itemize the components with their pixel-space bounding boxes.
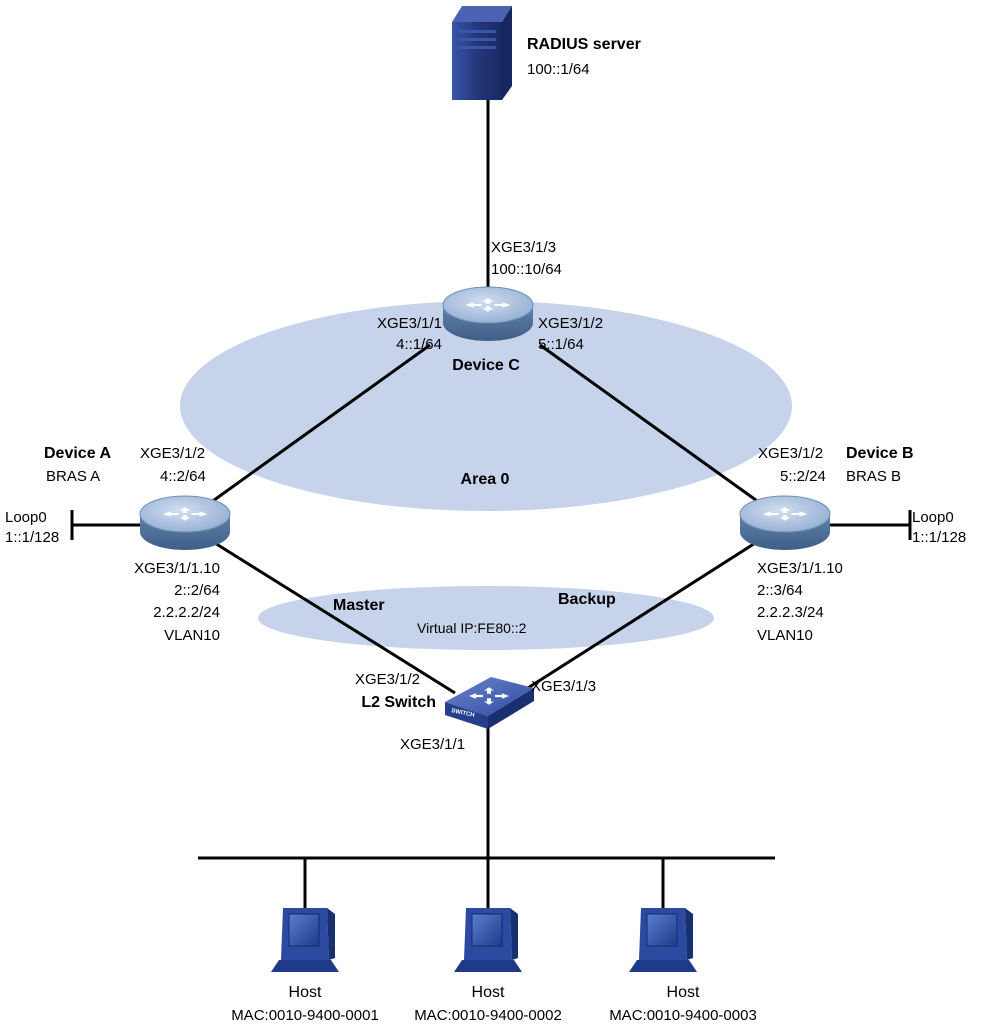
switch-left-port: XGE3/1/2 [354, 671, 420, 688]
device-b-role: BRAS B [846, 468, 902, 485]
switch-right-port: XGE3/1/3 [531, 678, 597, 695]
device-c-up-ip: 100::10/64 [491, 261, 562, 278]
device-a-up-ip: 4::2/64 [160, 468, 206, 485]
switch-badge-text: SWITCH [451, 708, 475, 719]
host-3-name: Host [666, 984, 700, 1001]
device-b-loop-ip: 1::1/128 [912, 529, 967, 546]
area-0-region [180, 301, 792, 511]
radius-server-name: RADIUS server [527, 36, 641, 53]
host-1-pc-icon [271, 908, 339, 972]
device-a-down-ip6: 2::2/64 [174, 582, 220, 599]
host-2-name: Host [471, 984, 505, 1001]
link-device-b-switch [519, 538, 761, 695]
device-a-loop-ip: 1::1/128 [5, 529, 60, 546]
link-device-c-device-b [539, 343, 761, 505]
vrrp-group-region [258, 586, 714, 650]
l2-switch-icon: SWITCH [445, 677, 534, 729]
vrrp-master-label: Master [333, 597, 385, 614]
host-2-pc-icon [454, 908, 522, 972]
host-1-name: Host [288, 984, 322, 1001]
switch-name: L2 Switch [361, 694, 436, 711]
host-2-mac: MAC:0010-9400-0002 [414, 1007, 562, 1024]
device-a-role: BRAS A [46, 468, 101, 485]
device-c-left-ip: 4::1/64 [396, 336, 442, 353]
device-c-router-icon [442, 286, 534, 341]
radius-server-ip: 100::1/64 [527, 61, 590, 78]
link-device-a-device-c [209, 343, 431, 505]
device-b-vlan: VLAN10 [757, 627, 813, 644]
area-0-label: Area 0 [460, 471, 510, 488]
device-c-name: Device C [452, 357, 520, 374]
device-a-vlan: VLAN10 [164, 627, 220, 644]
host-3-mac: MAC:0010-9400-0003 [609, 1007, 757, 1024]
device-b-name: Device B [846, 445, 914, 462]
vrrp-backup-label: Backup [558, 591, 616, 608]
device-b-down-port: XGE3/1/1.10 [757, 560, 843, 577]
device-c-left-port: XGE3/1/1 [376, 315, 442, 332]
host-1-mac: MAC:0010-9400-0001 [231, 1007, 379, 1024]
device-b-down-ip4: 2.2.2.3/24 [757, 604, 824, 621]
device-a-down-ip4: 2.2.2.2/24 [153, 604, 220, 621]
vrrp-virtual-ip: Virtual IP:FE80::2 [417, 620, 527, 636]
device-b-up-ip: 5::2/24 [780, 468, 826, 485]
device-c-up-port: XGE3/1/3 [491, 239, 557, 256]
device-b-loop-name: Loop0 [912, 509, 954, 526]
link-device-a-switch [209, 538, 456, 695]
host-3-pc-icon [629, 908, 697, 972]
device-a-router-icon [139, 495, 231, 550]
device-c-right-port: XGE3/1/2 [538, 315, 604, 332]
device-c-right-ip: 5::1/64 [538, 336, 584, 353]
device-b-down-ip6: 2::3/64 [757, 582, 803, 599]
device-a-loop-name: Loop0 [5, 509, 47, 526]
switch-down-port: XGE3/1/1 [400, 736, 466, 753]
radius-server-icon [452, 6, 512, 100]
device-b-up-port: XGE3/1/2 [758, 445, 824, 462]
device-a-name: Device A [44, 445, 111, 462]
device-b-router-icon [739, 495, 831, 550]
device-a-down-port: XGE3/1/1.10 [134, 560, 220, 577]
device-a-up-port: XGE3/1/2 [140, 445, 206, 462]
